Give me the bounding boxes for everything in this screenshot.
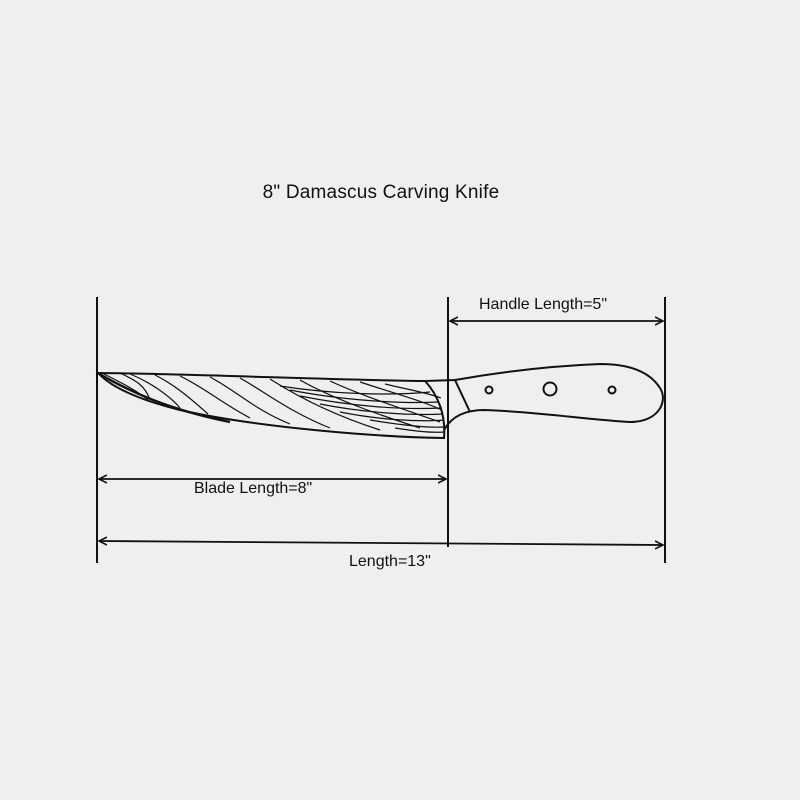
damascus-pattern bbox=[103, 372, 445, 433]
total-dimension-line bbox=[99, 541, 663, 545]
extension-lines bbox=[96, 297, 666, 563]
dimension-lines bbox=[99, 321, 663, 545]
rivet-large-center bbox=[542, 381, 558, 397]
rivet-small-right bbox=[607, 385, 617, 395]
blade bbox=[95, 371, 446, 440]
handle-length-label: Handle Length=5" bbox=[479, 296, 608, 313]
total-length-label: Length=13" bbox=[349, 553, 431, 570]
rivet-small-left bbox=[484, 385, 494, 395]
handle bbox=[424, 362, 664, 431]
diagram-title: 8" Damascus Carving Knife bbox=[262, 182, 500, 203]
blade-length-label: Blade Length=8" bbox=[194, 480, 313, 497]
